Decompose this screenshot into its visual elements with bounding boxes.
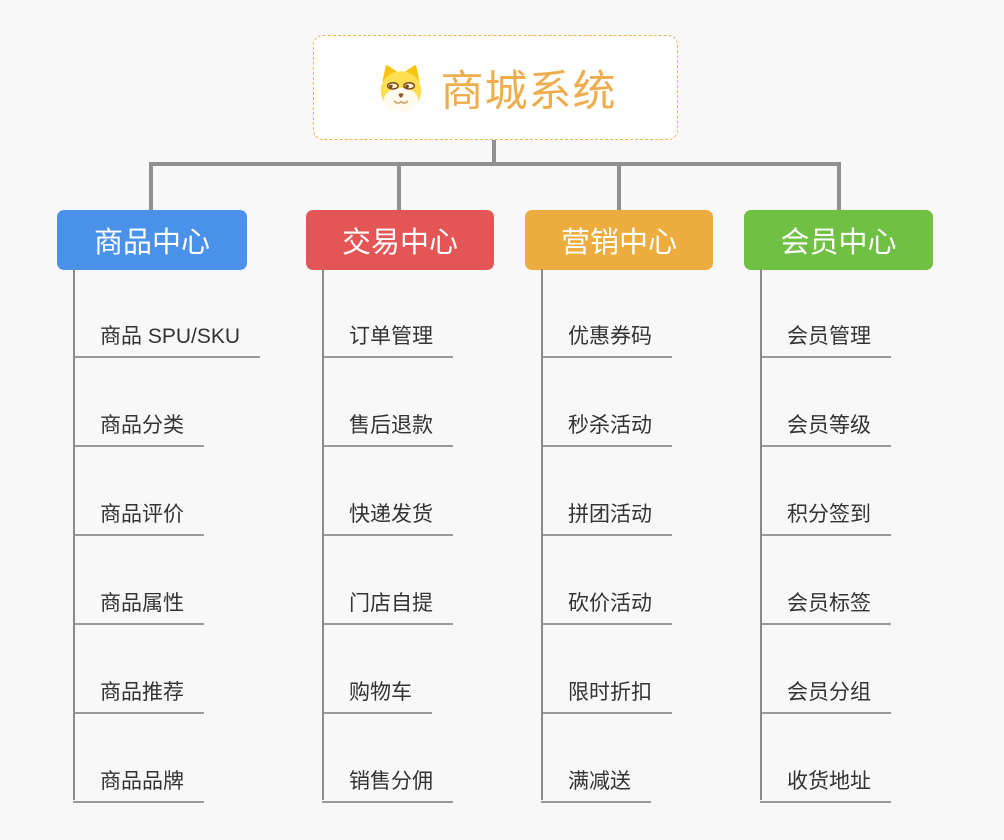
connector-stub-trade	[397, 162, 401, 210]
connector-branch-line	[760, 269, 762, 800]
child-node[interactable]: 会员分组	[760, 625, 891, 714]
child-node[interactable]: 收货地址	[760, 714, 891, 803]
connector-branch-line	[73, 269, 75, 800]
child-node[interactable]: 积分签到	[760, 447, 891, 536]
child-node[interactable]: 门店自提	[322, 536, 453, 625]
child-node[interactable]: 会员管理	[760, 269, 891, 358]
connector-crossbar	[149, 162, 841, 166]
child-node[interactable]: 售后退款	[322, 358, 453, 447]
child-node[interactable]: 拼团活动	[541, 447, 672, 536]
branch-node-marketing-center[interactable]: 营销中心	[525, 210, 713, 270]
connector-branch-line	[322, 269, 324, 800]
connector-branch-line	[541, 269, 543, 800]
child-node[interactable]: 商品分类	[73, 358, 204, 447]
branch-children-trade: 订单管理 售后退款 快递发货 门店自提 购物车 销售分佣	[322, 269, 453, 803]
root-title: 商城系统	[440, 67, 617, 116]
branch-node-product-center[interactable]: 商品中心	[57, 210, 247, 270]
child-node[interactable]: 快递发货	[322, 447, 453, 536]
child-node[interactable]: 商品 SPU/SKU	[73, 269, 261, 358]
root-node-mall-system[interactable]: 商城系统	[313, 35, 678, 140]
child-node[interactable]: 销售分佣	[322, 714, 453, 803]
child-node[interactable]: 订单管理	[322, 269, 453, 358]
child-node[interactable]: 会员等级	[760, 358, 891, 447]
child-node[interactable]: 商品评价	[73, 447, 204, 536]
branch-children-product: 商品 SPU/SKU 商品分类 商品评价 商品属性 商品推荐 商品品牌	[73, 269, 261, 803]
child-node[interactable]: 限时折扣	[541, 625, 672, 714]
child-node[interactable]: 商品推荐	[73, 625, 204, 714]
connector-stub-member	[837, 162, 841, 210]
branch-node-trade-center[interactable]: 交易中心	[306, 210, 494, 270]
shiba-dog-icon	[380, 65, 421, 112]
branch-children-marketing: 优惠券码 秒杀活动 拼团活动 砍价活动 限时折扣 满减送	[541, 269, 672, 803]
child-node[interactable]: 优惠券码	[541, 269, 672, 358]
branch-node-member-center[interactable]: 会员中心	[744, 210, 933, 270]
child-node[interactable]: 购物车	[322, 625, 432, 714]
connector-stub-marketing	[617, 162, 621, 210]
child-node[interactable]: 商品品牌	[73, 714, 204, 803]
child-node[interactable]: 商品属性	[73, 536, 204, 625]
child-node[interactable]: 秒杀活动	[541, 358, 672, 447]
child-node[interactable]: 满减送	[541, 714, 651, 803]
child-node[interactable]: 砍价活动	[541, 536, 672, 625]
connector-stub-product	[149, 162, 153, 210]
child-node[interactable]: 会员标签	[760, 536, 891, 625]
branch-children-member: 会员管理 会员等级 积分签到 会员标签 会员分组 收货地址	[760, 269, 891, 803]
connector-root-stem	[492, 140, 496, 165]
